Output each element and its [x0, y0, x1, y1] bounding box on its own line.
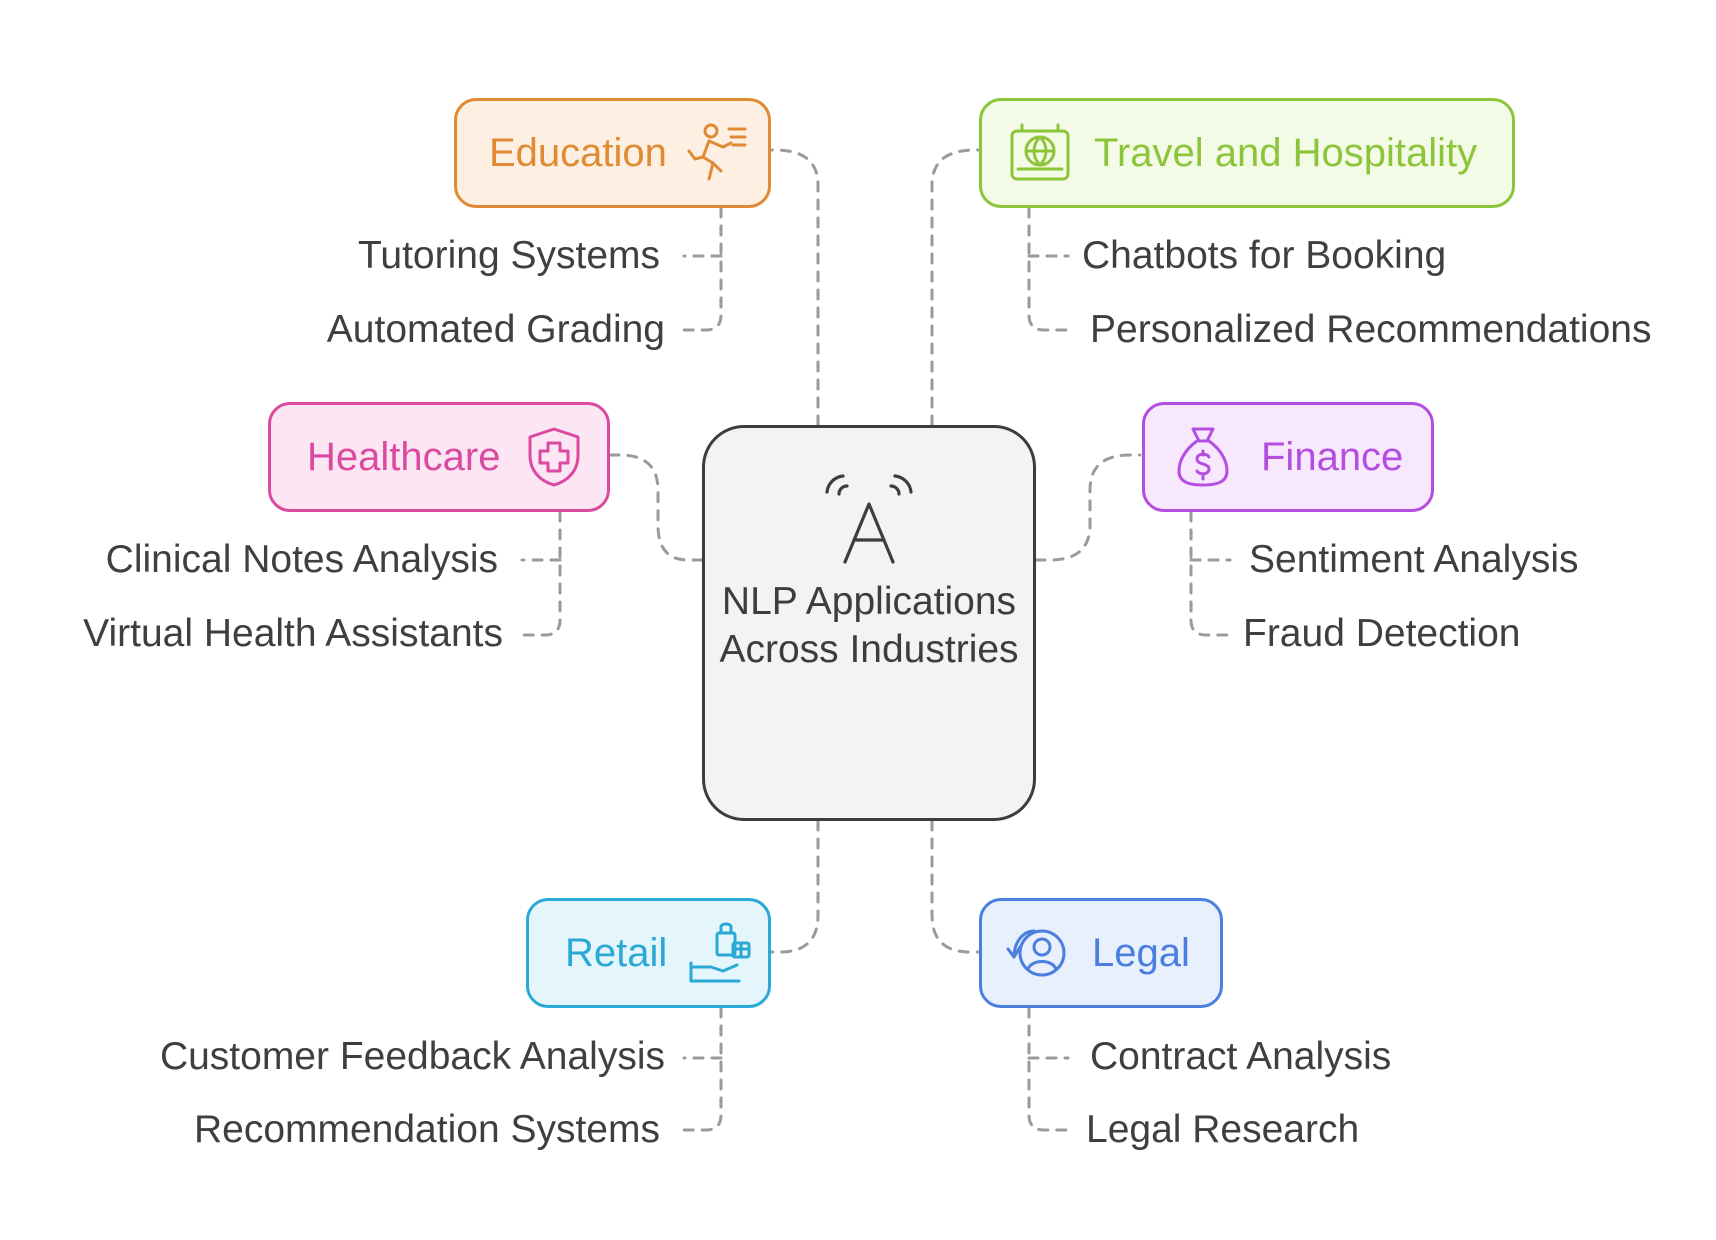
connector-center-education [766, 148, 820, 427]
antenna-letter-a-icon [825, 474, 913, 564]
item-travel-2: Personalized Recommendations [1090, 308, 1652, 351]
item-finance-1: Sentiment Analysis [1249, 538, 1579, 581]
connector-retail-items [682, 1006, 723, 1132]
shopping-bag-hand-icon [689, 922, 751, 983]
center-node: NLP Applications Across Industries [702, 425, 1036, 821]
money-bag-icon [1177, 427, 1229, 487]
connector-center-travel [930, 148, 982, 427]
category-label-healthcare: Healthcare [307, 434, 501, 479]
connector-travel-items [1027, 206, 1070, 332]
item-education-2: Automated Grading [326, 308, 665, 351]
connector-education-items [682, 206, 723, 332]
category-label-retail: Retail [565, 930, 668, 975]
item-retail-2: Recommendation Systems [193, 1108, 660, 1151]
category-finance: Finance [1142, 402, 1434, 512]
category-label-travel: Travel and Hospitality [1094, 130, 1478, 175]
item-healthcare-2: Virtual Health Assistants [83, 612, 503, 655]
connector-legal-items [1027, 1006, 1070, 1132]
connector-center-retail [766, 819, 820, 954]
item-retail-1: Customer Feedback Analysis [159, 1035, 665, 1078]
category-education: Education [454, 98, 771, 208]
connector-finance-items [1189, 510, 1232, 637]
category-healthcare: Healthcare [268, 402, 610, 512]
item-finance-2: Fraud Detection [1243, 612, 1521, 655]
category-legal: Legal [979, 898, 1223, 1008]
category-label-finance: Finance [1261, 434, 1404, 479]
category-label-legal: Legal [1092, 930, 1190, 975]
item-legal-2: Legal Research [1086, 1108, 1360, 1151]
item-travel-1: Chatbots for Booking [1082, 234, 1447, 277]
suitcase-globe-icon [1010, 123, 1070, 181]
connector-center-healthcare [606, 453, 704, 562]
connector-center-finance [1034, 453, 1142, 562]
item-legal-1: Contract Analysis [1090, 1035, 1392, 1078]
category-label-education: Education [489, 130, 667, 175]
connector-center-legal [930, 819, 982, 954]
search-person-icon [1006, 929, 1066, 977]
medical-shield-icon [528, 427, 580, 487]
connector-healthcare-items [520, 510, 562, 637]
running-person-icon [687, 123, 747, 181]
item-education-1: Tutoring Systems [358, 234, 660, 277]
category-retail: Retail [526, 898, 771, 1008]
center-title: NLP Applications Across Industries [719, 580, 1019, 671]
category-travel: Travel and Hospitality [979, 98, 1515, 208]
item-healthcare-1: Clinical Notes Analysis [105, 538, 498, 581]
